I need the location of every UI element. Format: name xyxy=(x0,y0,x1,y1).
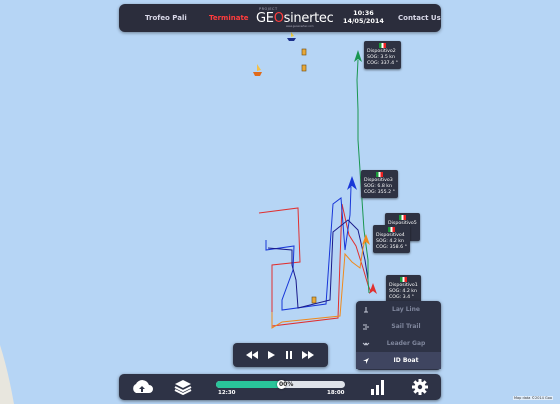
playback-controls xyxy=(233,343,328,367)
boat-cog: COG: 355.2 ° xyxy=(364,190,395,195)
logo-wordmark: GEOsinertec xyxy=(256,11,334,26)
play-icon[interactable] xyxy=(263,347,279,363)
boat-arrow-green xyxy=(354,50,362,62)
logo-url: www.geosinertec.com xyxy=(286,25,314,28)
menu-item-lay-line[interactable]: Lay Line xyxy=(356,301,441,318)
layline-icon xyxy=(362,306,370,314)
boat-cog: COG: 358.6 ° xyxy=(376,245,407,250)
timeline-end-time: 18:00 xyxy=(327,390,345,396)
clock-date: 14/05/2014 xyxy=(343,17,384,25)
italy-flag-icon xyxy=(387,227,395,232)
italy-flag-icon xyxy=(399,277,407,282)
shoreline xyxy=(0,345,14,404)
menu-item-leader-gap[interactable]: Leader Gap xyxy=(356,335,441,352)
event-name[interactable]: Trofeo Pali xyxy=(145,14,187,22)
boat-cog: COG: 3.4 ° xyxy=(389,295,414,300)
bottom-bar: 00% 12:30 18:00 xyxy=(119,374,441,400)
boat-arrow-blue xyxy=(347,176,357,190)
boat-sog: SOG: 6.8 kn xyxy=(364,184,392,189)
buoy-mark xyxy=(301,48,317,304)
italy-flag-icon xyxy=(375,172,383,177)
boat-sog: SOG: 4.2 kn xyxy=(389,289,417,294)
overlay-menu: Lay Line Sail Trail Leader Gap ID Boat xyxy=(356,301,441,370)
boat-arrow-orange xyxy=(362,234,370,245)
boat-card-dispositivo1[interactable]: Dispositivo1 SOG: 4.2 kn COG: 3.4 ° xyxy=(386,275,421,303)
track-orange xyxy=(271,235,367,329)
layers-icon[interactable] xyxy=(171,377,195,397)
logo-project-label: PROJECT xyxy=(259,7,278,11)
pause-icon[interactable] xyxy=(281,347,297,363)
boat-name: Dispositivo4 xyxy=(376,233,405,238)
contact-us-link[interactable]: Contact Us xyxy=(398,14,441,22)
boat-name: Dispositivo2 xyxy=(367,49,396,54)
timeline-start-time: 12:30 xyxy=(218,390,236,396)
boat-name: Dispositivo3 xyxy=(364,178,393,183)
gap-icon xyxy=(362,340,370,348)
timeline-progress-fill xyxy=(216,381,281,388)
gear-icon[interactable] xyxy=(408,377,432,397)
clock-time: 10:36 xyxy=(353,9,374,17)
menu-item-sail-trail[interactable]: Sail Trail xyxy=(356,318,441,335)
timeline-slider[interactable]: 00% xyxy=(216,380,345,389)
rewind-icon[interactable] xyxy=(244,347,260,363)
cloud-upload-icon[interactable] xyxy=(130,377,154,397)
committee-boat-icon xyxy=(253,64,262,76)
map-attribution: Map data ©2014 Goo xyxy=(513,396,554,400)
boat-sog: SOG: 4.2 kn xyxy=(376,239,404,244)
boat-card-dispositivo3[interactable]: Dispositivo3 SOG: 6.8 kn COG: 355.2 ° xyxy=(361,170,398,198)
boat-card-dispositivo4[interactable]: Dispositivo4 SOG: 4.2 kn COG: 358.6 ° xyxy=(373,225,410,253)
track-red xyxy=(258,203,372,327)
timeline-handle[interactable] xyxy=(276,380,286,389)
italy-flag-icon xyxy=(398,215,406,220)
geosinertec-logo: PROJECT GEOsinertec www.geosinertec.com xyxy=(256,7,334,29)
boat-cog: COG: 337.4 ° xyxy=(367,61,398,66)
menu-item-label: Lay Line xyxy=(392,306,420,313)
trail-icon xyxy=(362,323,370,331)
menu-item-label: Sail Trail xyxy=(391,323,421,330)
boat-name: Dispositivo1 xyxy=(389,283,418,288)
clock: 10:36 14/05/2014 xyxy=(343,9,384,25)
menu-item-id-boat[interactable]: ID Boat xyxy=(356,352,441,369)
fast-forward-icon[interactable] xyxy=(300,347,316,363)
mark-boat-icon xyxy=(287,32,296,41)
navigation-arrow-icon xyxy=(362,357,370,365)
boat-arrow-red xyxy=(369,283,377,294)
boat-name: Dispositivo5 xyxy=(388,221,417,226)
track-navy xyxy=(267,219,369,309)
boat-sog: SOG: 3.5 kn xyxy=(367,55,395,60)
menu-item-label: Leader Gap xyxy=(386,340,426,347)
race-status: Terminate xyxy=(209,14,249,22)
bar-chart-icon[interactable] xyxy=(366,377,390,397)
boat-card-dispositivo2[interactable]: Dispositivo2 SOG: 3.5 kn COG: 337.4 ° xyxy=(364,41,401,69)
italy-flag-icon xyxy=(378,43,386,48)
timeline-percent: 00% xyxy=(279,381,294,388)
menu-item-label: ID Boat xyxy=(393,357,419,364)
top-bar: Trofeo Pali Terminate PROJECT GEOsinerte… xyxy=(119,4,441,32)
